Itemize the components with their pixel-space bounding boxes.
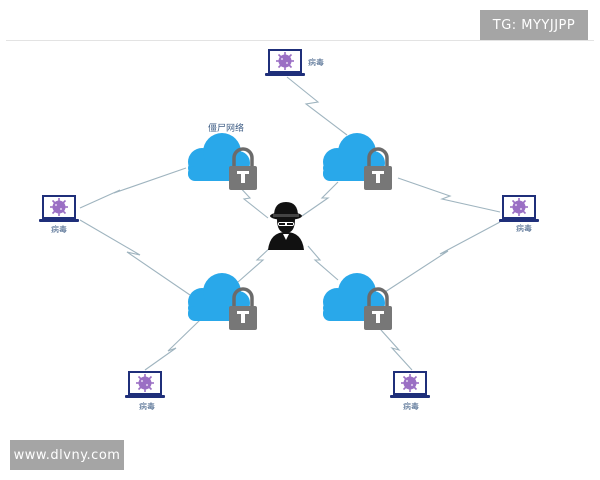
hacker-icon bbox=[268, 202, 304, 250]
laptop-left-label: 病毒 bbox=[51, 224, 67, 234]
laptop-right-label: 病毒 bbox=[516, 223, 532, 233]
watermark-bottom: www.dlvny.com bbox=[10, 440, 124, 470]
link-hacker-cloud-top bbox=[301, 181, 339, 217]
cloud-top-right-icon bbox=[321, 131, 394, 192]
laptop-top-label: 病毒 bbox=[308, 57, 324, 67]
laptop-bottom-left-label: 病毒 bbox=[139, 401, 155, 411]
top-divider bbox=[6, 40, 594, 41]
cloud-botnet-icon bbox=[186, 131, 259, 192]
watermark-top: TG: MYYJJPP bbox=[480, 10, 588, 40]
laptop-bottom-left-icon bbox=[124, 370, 166, 399]
link-hacker-cloud-left bbox=[237, 245, 273, 283]
link-left-laptop-botnet bbox=[79, 167, 187, 209]
link-top-laptop-cloud bbox=[286, 76, 348, 136]
link-bottom-left-laptop bbox=[144, 319, 201, 371]
link-left-laptop-cloud bbox=[79, 219, 191, 296]
laptop-right-icon bbox=[498, 194, 540, 223]
laptop-top-icon bbox=[264, 48, 306, 77]
link-hacker-cloud-right bbox=[307, 245, 339, 281]
laptop-left-icon bbox=[38, 194, 80, 223]
laptop-bottom-right-label: 病毒 bbox=[403, 401, 419, 411]
link-bottom-right-laptop bbox=[371, 319, 413, 371]
link-right-laptop-cloud-lower bbox=[384, 221, 501, 293]
botnet-label: 僵尸网络 bbox=[208, 122, 244, 134]
link-right-laptop-cloud bbox=[397, 177, 501, 213]
laptop-bottom-right-icon bbox=[389, 370, 431, 399]
network-links bbox=[79, 76, 501, 371]
cloud-bottom-right-icon bbox=[321, 271, 394, 332]
